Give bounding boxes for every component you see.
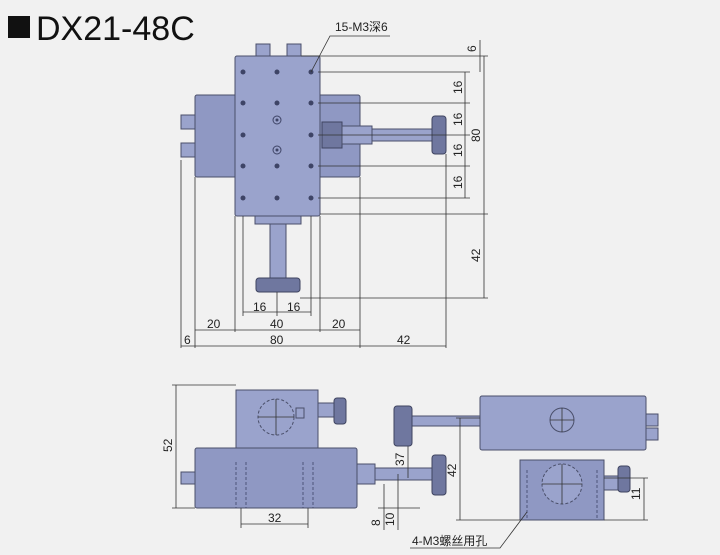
- front-right-knob-b: [645, 427, 659, 441]
- dim-10: 10: [383, 512, 397, 526]
- bottom-hole-leader: [410, 511, 528, 549]
- dim-42-front: 42: [445, 463, 459, 477]
- dim-37: 37: [393, 452, 407, 466]
- side-upper-collar: [317, 402, 335, 418]
- side-upper-screw: [295, 407, 305, 419]
- dim-40-mid: 40: [270, 317, 284, 331]
- dim-20-right: 20: [332, 317, 346, 331]
- bottom-hole-note: 4-M3螺丝用孔: [412, 534, 487, 548]
- left-knob-2: [180, 142, 196, 158]
- dim-16-bottom-right: 16: [287, 300, 301, 314]
- front-view: 42 11 4-M3螺丝用孔: [393, 395, 659, 549]
- side-lower-shaft: [374, 467, 434, 481]
- side-lower-block: [194, 447, 358, 509]
- front-lower-thimble: [617, 465, 631, 493]
- title-text: DX21-48C: [36, 10, 195, 48]
- bottom-thimble: [255, 277, 301, 293]
- dim-80-right: 80: [469, 128, 483, 142]
- side-upper-thimble: [333, 397, 347, 425]
- dim-16-a: 16: [451, 80, 465, 94]
- square-bullet-icon: [8, 16, 30, 38]
- dim-32: 32: [268, 511, 282, 525]
- bottom-collar: [254, 215, 302, 225]
- top-hole-leader: [310, 35, 390, 73]
- dim-42-bottom: 42: [397, 333, 411, 347]
- dim-16-bottom-left: 16: [253, 300, 267, 314]
- top-tab-left: [255, 43, 271, 57]
- page-title: DX21-48C: [8, 10, 195, 49]
- dim-52: 52: [161, 438, 175, 452]
- bottom-dimensions: [180, 154, 447, 348]
- dim-16-c: 16: [451, 143, 465, 157]
- side-left-knob: [180, 471, 196, 485]
- dim-6-left: 6: [184, 333, 191, 347]
- dim-6-top: 6: [465, 45, 479, 52]
- dim-16-b: 16: [451, 112, 465, 126]
- top-hole-note: 15-M3深6: [335, 20, 388, 34]
- dim-8: 8: [369, 519, 383, 526]
- dim-80-bottom: 80: [270, 333, 284, 347]
- dim-11: 11: [629, 487, 643, 500]
- front-upper-thimble: [393, 405, 413, 447]
- dim-16-d: 16: [451, 175, 465, 189]
- front-upper-shaft: [411, 415, 481, 427]
- left-knob-1: [180, 114, 196, 130]
- top-tab-right: [286, 43, 302, 57]
- top-stage: [234, 55, 321, 217]
- front-right-knob-a: [645, 413, 659, 427]
- dim-20-left: 20: [207, 317, 221, 331]
- top-view: 15-M3深6 6 16 16 16 16 80 42: [180, 20, 488, 348]
- right-dimensions: [300, 40, 488, 299]
- side-lower-collar: [356, 463, 376, 485]
- dim-42-right: 42: [469, 248, 483, 262]
- side-lower-thimble: [431, 454, 447, 496]
- bottom-shaft: [269, 223, 287, 281]
